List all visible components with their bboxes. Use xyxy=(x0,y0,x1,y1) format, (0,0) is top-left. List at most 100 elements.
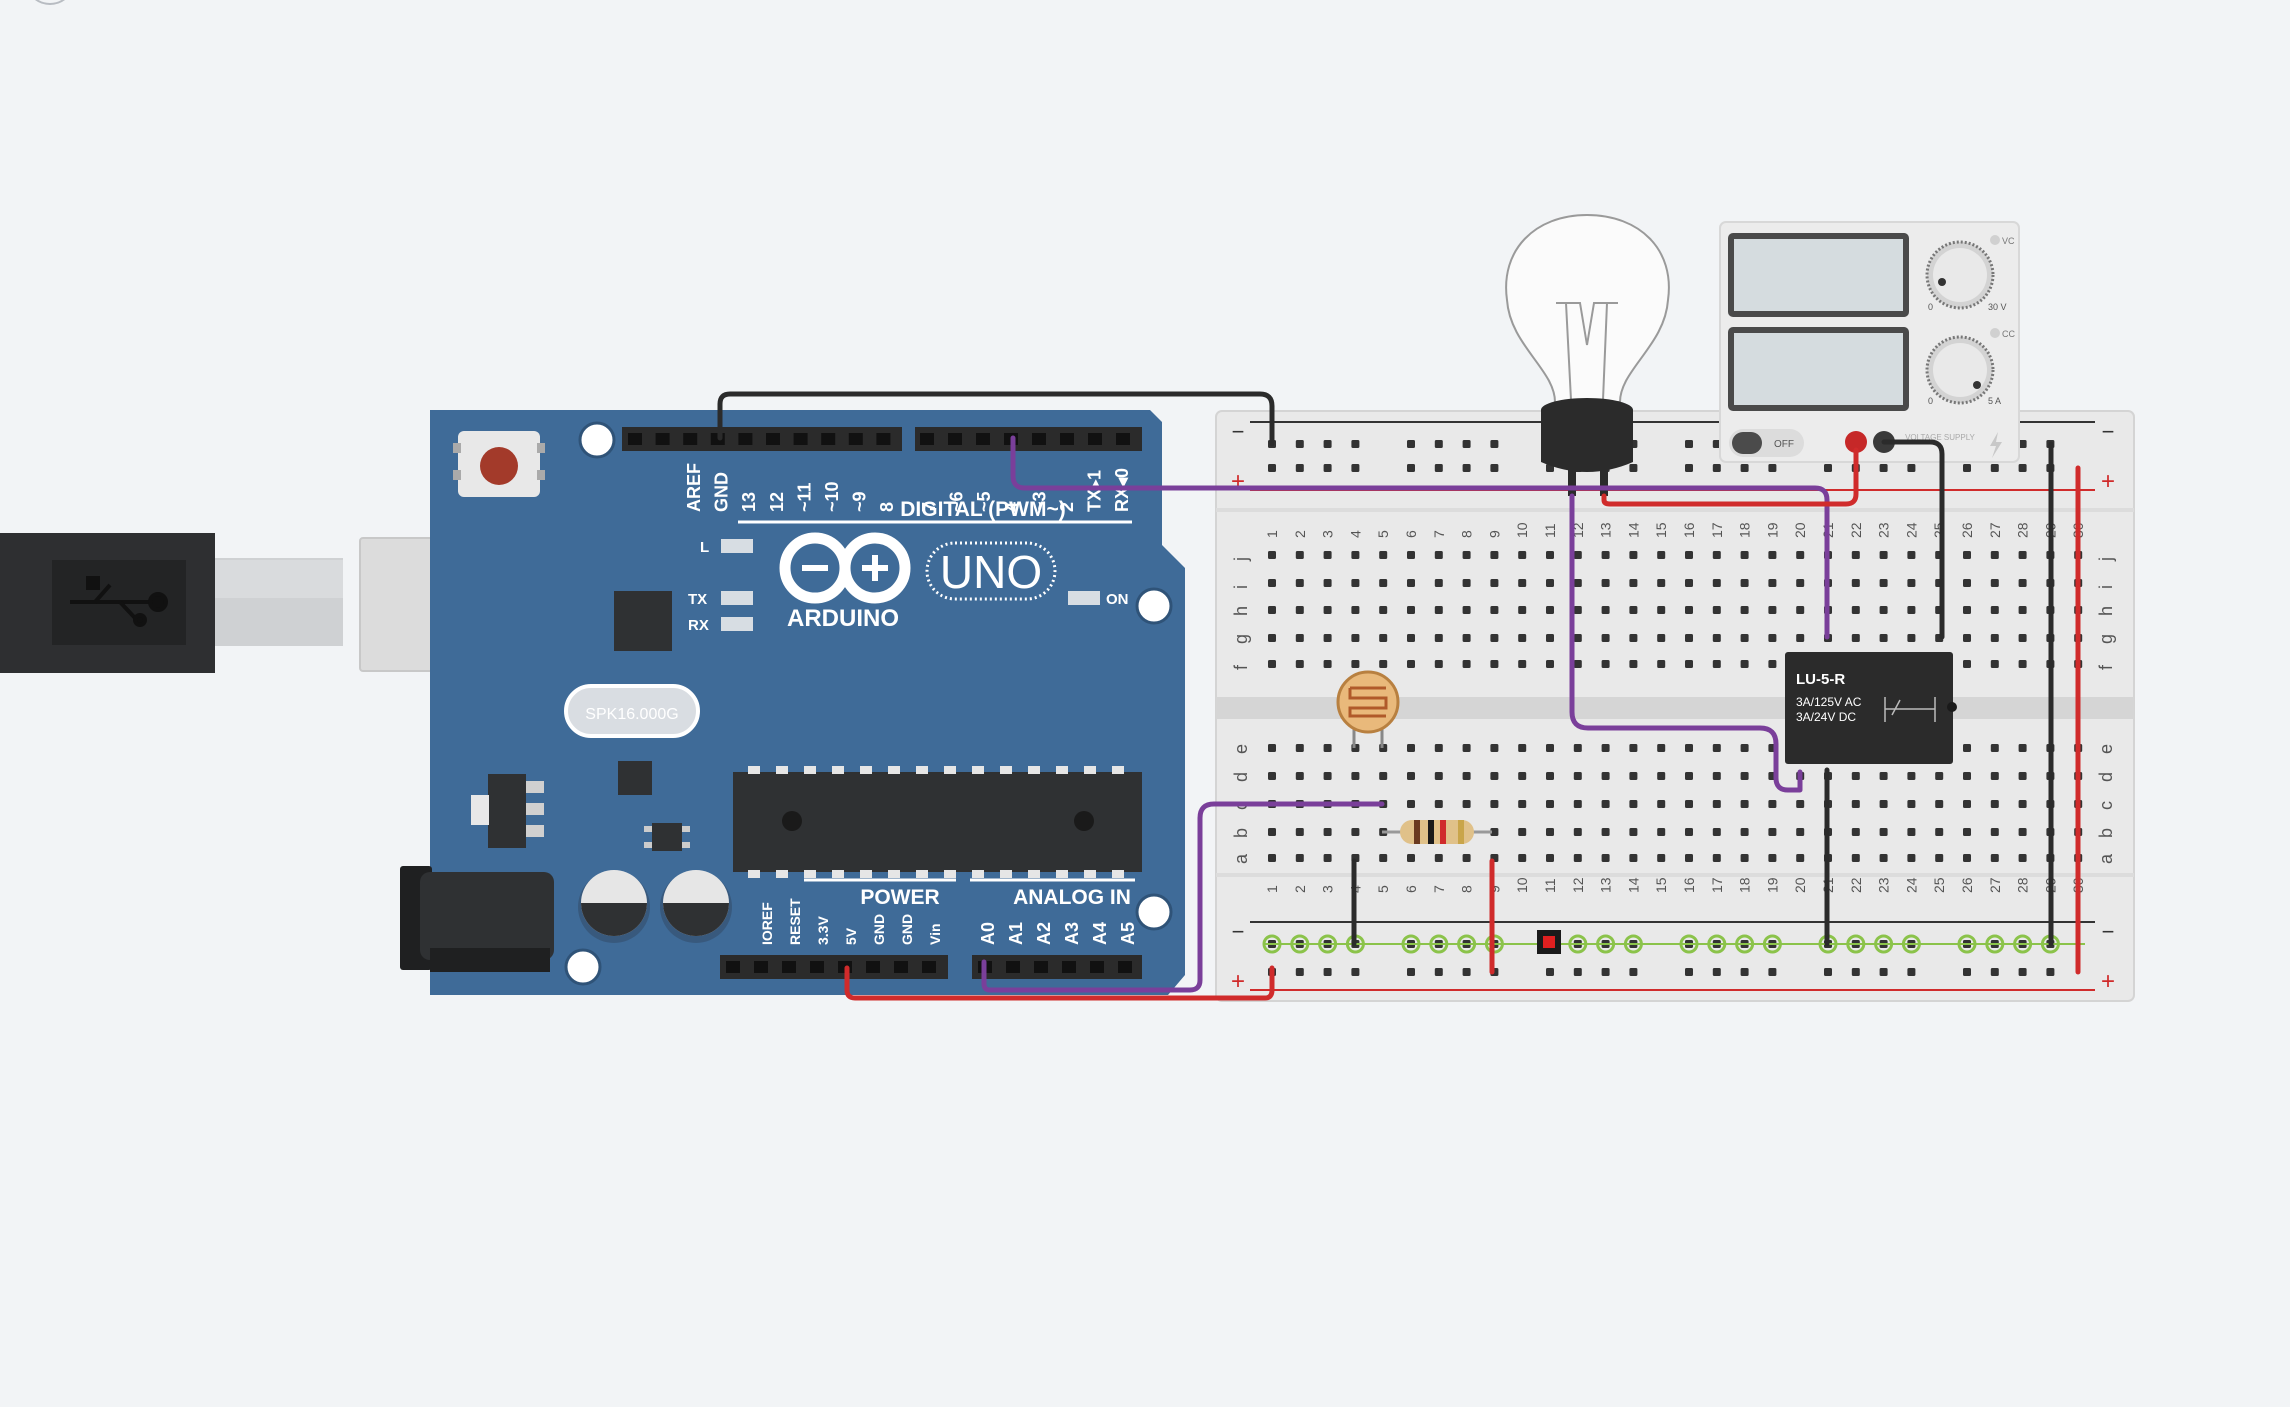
breadboard-hole[interactable] xyxy=(1323,744,1332,752)
rail-hole[interactable] xyxy=(1963,968,1971,976)
breadboard-hole[interactable] xyxy=(1323,634,1332,642)
breadboard-hole[interactable] xyxy=(1685,606,1693,614)
header-pin[interactable] xyxy=(1088,433,1102,445)
breadboard-hole[interactable] xyxy=(1851,772,1860,780)
breadboard-hole[interactable] xyxy=(2018,606,2027,614)
breadboard-hole[interactable] xyxy=(1518,606,1527,614)
breadboard-hole[interactable] xyxy=(1323,772,1332,780)
breadboard-hole[interactable] xyxy=(1657,660,1666,668)
breadboard-hole[interactable] xyxy=(1490,772,1499,780)
breadboard-hole[interactable] xyxy=(1657,579,1666,587)
current-knob[interactable] xyxy=(1925,335,1995,405)
rail-hole[interactable] xyxy=(1629,464,1638,472)
breadboard-hole[interactable] xyxy=(1963,828,1971,836)
rail-hole[interactable] xyxy=(1351,464,1360,472)
breadboard-hole[interactable] xyxy=(1740,744,1749,752)
breadboard-hole[interactable] xyxy=(1657,606,1666,614)
breadboard-hole[interactable] xyxy=(1379,551,1388,559)
breadboard-hole[interactable] xyxy=(1990,828,1999,836)
breadboard-hole[interactable] xyxy=(1796,606,1805,614)
breadboard-hole[interactable] xyxy=(1407,579,1415,587)
breadboard-hole[interactable] xyxy=(1379,579,1388,587)
breadboard-hole[interactable] xyxy=(1685,828,1693,836)
rail-hole[interactable] xyxy=(1740,464,1749,472)
breadboard-hole[interactable] xyxy=(1879,772,1888,780)
breadboard-hole[interactable] xyxy=(1879,579,1888,587)
breadboard-hole[interactable] xyxy=(1573,744,1582,752)
rail-hole[interactable] xyxy=(1323,968,1332,976)
rail-hole[interactable] xyxy=(1712,440,1721,448)
breadboard-hole[interactable] xyxy=(1796,579,1805,587)
header-pin[interactable] xyxy=(1118,961,1132,973)
breadboard-hole[interactable] xyxy=(2018,579,2027,587)
rail-hole[interactable] xyxy=(1768,464,1777,472)
breadboard-hole[interactable] xyxy=(1407,772,1415,780)
header-pin[interactable] xyxy=(782,961,796,973)
rail-hole[interactable] xyxy=(1490,440,1499,448)
breadboard-hole[interactable] xyxy=(1907,606,1916,614)
breadboard-hole[interactable] xyxy=(1657,744,1666,752)
breadboard-hole[interactable] xyxy=(1295,579,1304,587)
breadboard-hole[interactable] xyxy=(1990,660,1999,668)
rail-hole[interactable] xyxy=(1601,968,1610,976)
header-pin[interactable] xyxy=(1090,961,1104,973)
breadboard-hole[interactable] xyxy=(1768,606,1777,614)
breadboard-hole[interactable] xyxy=(1601,854,1610,862)
breadboard-hole[interactable] xyxy=(1462,854,1471,862)
rail-hole[interactable] xyxy=(1907,968,1916,976)
rail-hole[interactable] xyxy=(1407,968,1415,976)
breadboard-hole[interactable] xyxy=(1351,579,1360,587)
breadboard-hole[interactable] xyxy=(1963,551,1971,559)
breadboard-hole[interactable] xyxy=(1935,772,1944,780)
rail-hole[interactable] xyxy=(1712,968,1721,976)
breadboard-hole[interactable] xyxy=(1851,579,1860,587)
breadboard-hole[interactable] xyxy=(1629,744,1638,752)
breadboard-hole[interactable] xyxy=(1518,744,1527,752)
rail-hole[interactable] xyxy=(1407,464,1415,472)
breadboard-hole[interactable] xyxy=(1434,634,1443,642)
wires[interactable] xyxy=(717,391,2081,1001)
breadboard-hole[interactable] xyxy=(1351,551,1360,559)
breadboard-hole[interactable] xyxy=(1546,828,1554,836)
header-pin[interactable] xyxy=(876,433,891,445)
breadboard-hole[interactable] xyxy=(1434,660,1443,668)
breadboard-hole[interactable] xyxy=(1629,772,1638,780)
rail-hole[interactable] xyxy=(1323,464,1332,472)
breadboard-hole[interactable] xyxy=(1851,854,1860,862)
breadboard-hole[interactable] xyxy=(1490,800,1499,808)
breadboard-hole[interactable] xyxy=(1685,744,1693,752)
breadboard-hole[interactable] xyxy=(1462,551,1471,559)
breadboard-hole[interactable] xyxy=(1546,606,1554,614)
breadboard-hole[interactable] xyxy=(1573,828,1582,836)
breadboard-hole[interactable] xyxy=(1573,551,1582,559)
rail-hole[interactable] xyxy=(1740,968,1749,976)
breadboard-hole[interactable] xyxy=(1407,660,1415,668)
breadboard-hole[interactable] xyxy=(1407,606,1415,614)
breadboard-hole[interactable] xyxy=(1407,551,1415,559)
breadboard-hole[interactable] xyxy=(1351,606,1360,614)
breadboard-hole[interactable] xyxy=(1879,828,1888,836)
breadboard-hole[interactable] xyxy=(1490,634,1499,642)
breadboard-hole[interactable] xyxy=(1268,772,1276,780)
breadboard-hole[interactable] xyxy=(1546,660,1554,668)
breadboard-hole[interactable] xyxy=(1712,772,1721,780)
rail-hole[interactable] xyxy=(1990,968,1999,976)
breadboard-hole[interactable] xyxy=(1796,800,1805,808)
breadboard-hole[interactable] xyxy=(1351,660,1360,668)
breadboard-hole[interactable] xyxy=(1601,800,1610,808)
breadboard-hole[interactable] xyxy=(1268,579,1276,587)
breadboard-hole[interactable] xyxy=(1295,606,1304,614)
breadboard-hole[interactable] xyxy=(2018,634,2027,642)
header-pin[interactable] xyxy=(894,961,908,973)
breadboard-hole[interactable] xyxy=(1295,772,1304,780)
rail-hole[interactable] xyxy=(1824,464,1832,472)
rail-hole[interactable] xyxy=(2018,464,2027,472)
breadboard-hole[interactable] xyxy=(1407,634,1415,642)
breadboard-hole[interactable] xyxy=(1462,579,1471,587)
breadboard-hole[interactable] xyxy=(1546,854,1554,862)
rail-hole[interactable] xyxy=(1351,968,1360,976)
breadboard-hole[interactable] xyxy=(1796,634,1805,642)
breadboard-hole[interactable] xyxy=(1907,828,1916,836)
breadboard-hole[interactable] xyxy=(1601,660,1610,668)
breadboard-hole[interactable] xyxy=(1963,634,1971,642)
